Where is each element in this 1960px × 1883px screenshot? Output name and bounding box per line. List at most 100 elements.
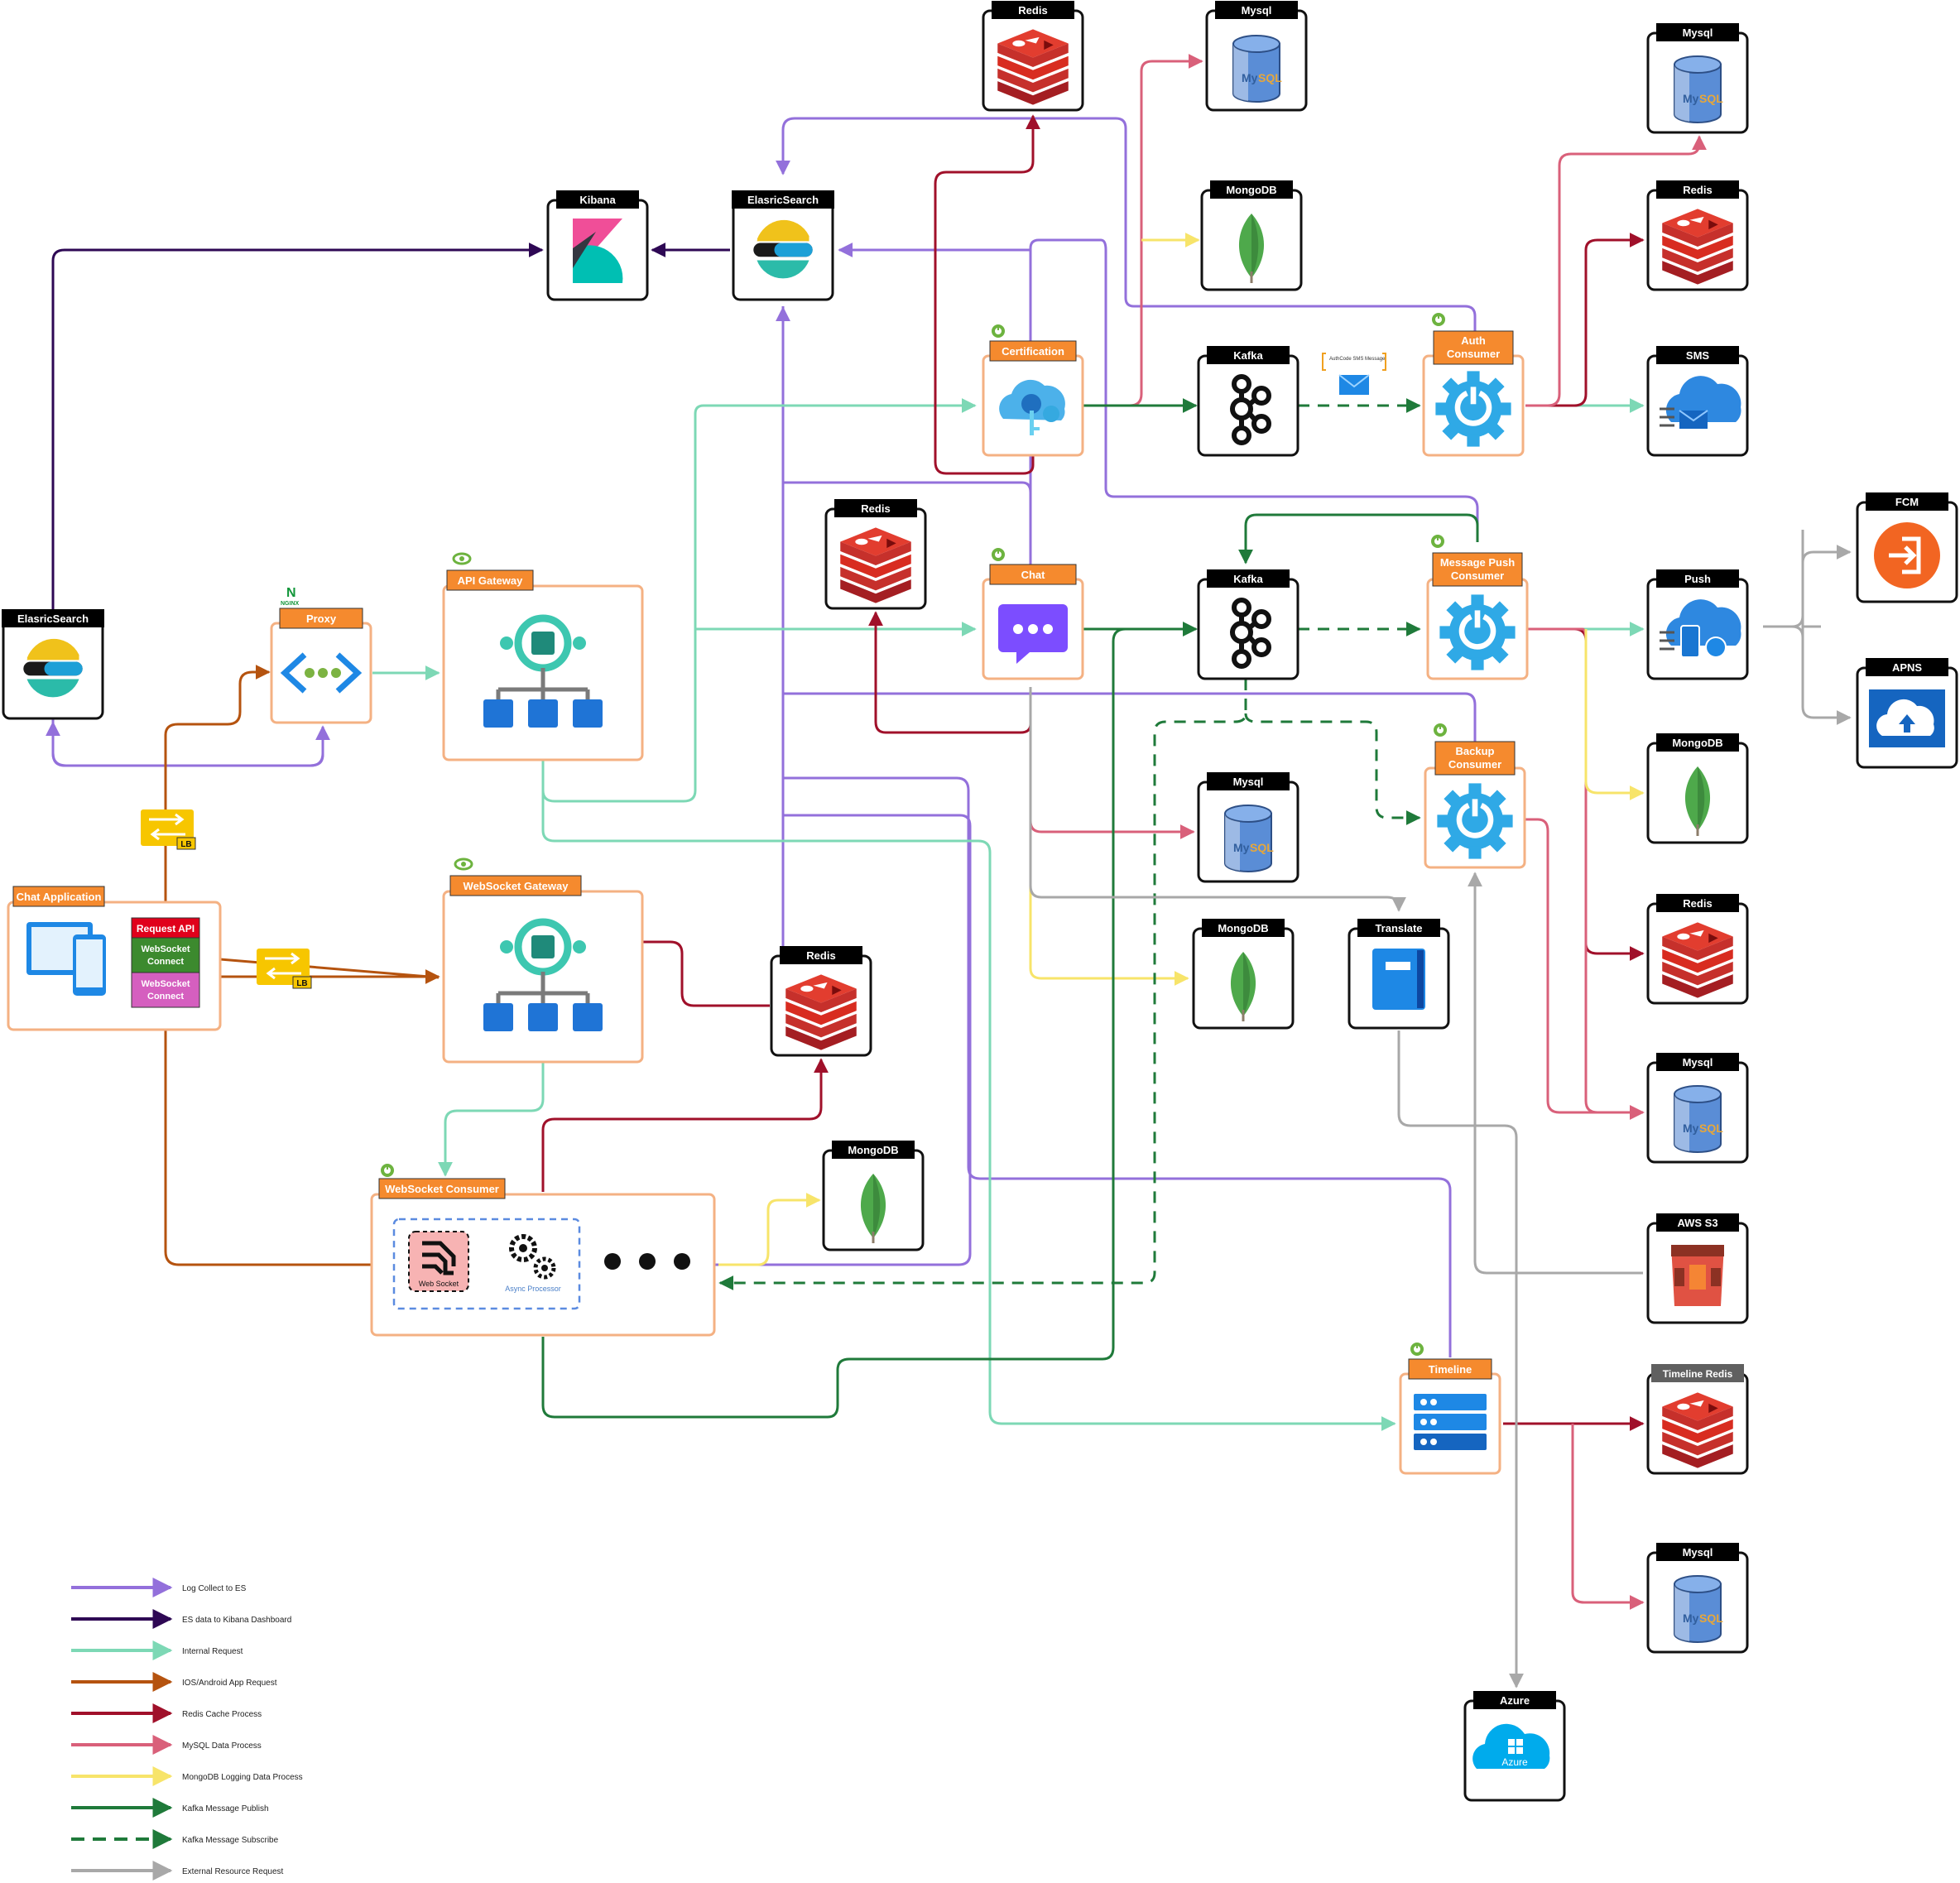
gears-icon [509, 1234, 556, 1280]
key-cloud-icon [999, 379, 1065, 435]
web-socket-label: Web Socket [419, 1280, 459, 1288]
websocket-connect-badge-pink[interactable]: WebSocket Connect [131, 972, 200, 1008]
connection-lines [46, 54, 1852, 1688]
legend-item: IOS/Android App Request [71, 1672, 277, 1692]
redis-right-2-node[interactable]: Redis [1646, 894, 1749, 1005]
legend-item: MySQL Data Process [71, 1735, 262, 1755]
mysql-mid-node[interactable]: Mysql [1197, 772, 1299, 883]
auth-consumer-service[interactable]: Auth Consumer [1422, 313, 1525, 457]
kibana-node[interactable]: Kibana [546, 190, 649, 301]
redis-mid-node[interactable]: Redis [824, 499, 927, 610]
mysql-top-label: Mysql [1242, 4, 1272, 17]
azure-cloud-icon: Azure [1472, 1723, 1550, 1769]
apns-node[interactable]: APNS [1856, 658, 1958, 769]
redis-ws-node[interactable]: Redis [770, 946, 872, 1057]
kibana-icon [573, 219, 623, 283]
async-processor-label: Async Processor [505, 1285, 561, 1293]
backup-label-1: Backup [1456, 745, 1495, 757]
timeline-redis-node[interactable]: Timeline Redis [1646, 1364, 1749, 1475]
kafka-top-node[interactable]: Kafka [1197, 346, 1299, 457]
redis-right-1-node[interactable]: Redis [1646, 180, 1749, 291]
aws-s3-node[interactable]: AWS S3 [1646, 1213, 1749, 1324]
mongodb-ws-node[interactable]: MongoDB [822, 1141, 925, 1251]
web-socket-component[interactable]: Web Socket [408, 1231, 469, 1292]
push-label: Push [1684, 573, 1711, 585]
legend-label: Log Collect to ES [182, 1584, 247, 1593]
elasticsearch-left-node[interactable]: ElasricSearch [2, 609, 104, 720]
request-api-label: Request API [137, 923, 195, 934]
elasticsearch-left-label: ElasricSearch [17, 612, 89, 625]
websocket-consumer-service[interactable]: WebSocket Consumer Web Socket [370, 1164, 716, 1337]
mysql-icon [1673, 1085, 1725, 1153]
websocket-connect-badge-green[interactable]: WebSocket Connect [131, 937, 200, 973]
azure-label: Azure [1500, 1694, 1530, 1707]
spring-boot-icon [1434, 723, 1447, 737]
backup-consumer-service[interactable]: Backup Consumer [1424, 723, 1526, 869]
lb-2-label: LB [296, 979, 307, 988]
authcode-sms-message: AuthCode SMS Message [1322, 353, 1386, 395]
chat-application[interactable]: Chat Application Request API WebSocket C… [7, 886, 222, 1031]
legend-label: Redis Cache Process [182, 1710, 262, 1719]
legend-label: Kafka Message Subscribe [182, 1836, 279, 1845]
message-push-consumer-service[interactable]: Message Push Consumer [1426, 535, 1529, 680]
websocket-gateway-label: WebSocket Gateway [464, 880, 569, 892]
kafka-mid-label: Kafka [1233, 573, 1263, 585]
server-stack-icon [1414, 1394, 1487, 1450]
nginx-text: NGINX [281, 601, 300, 607]
chat-bubble-icon [998, 604, 1068, 664]
proxy-service[interactable]: Proxy N NGINX [270, 586, 372, 724]
spring-cloud-icon [452, 552, 472, 565]
mongodb-right-label: MongoDB [1672, 737, 1722, 749]
azure-node[interactable]: Azure Azure [1463, 1691, 1566, 1802]
elasticsearch-center-node[interactable]: ElasricSearch [732, 190, 834, 301]
nginx-logo: N NGINX [281, 586, 300, 607]
message-push-label-1: Message Push [1440, 556, 1515, 569]
nodes: Redis Mysql MongoDB Kibana [2, 1, 1958, 1802]
proxy-label: Proxy [306, 612, 337, 625]
request-api-badge[interactable]: Request API [131, 917, 200, 939]
chat-label: Chat [1021, 569, 1046, 581]
proxy-arrows-icon [280, 652, 363, 694]
ws-connect-1b: Connect [147, 957, 184, 967]
websocket-consumer-label: WebSocket Consumer [385, 1183, 499, 1195]
chat-service[interactable]: Chat [982, 548, 1084, 680]
ws-connect-2b: Connect [147, 992, 184, 1002]
redis-top-node[interactable]: Redis [982, 1, 1084, 112]
spring-boot-icon [992, 324, 1005, 338]
sms-node[interactable]: SMS [1646, 346, 1749, 457]
spring-boot-icon [1432, 313, 1445, 326]
kafka-mid-node[interactable]: Kafka [1197, 569, 1299, 680]
spring-boot-icon [992, 548, 1005, 561]
mongodb-mid-node[interactable]: MongoDB [1192, 919, 1295, 1030]
message-push-label-2: Consumer [1451, 569, 1504, 582]
async-processor-component[interactable]: Async Processor [505, 1234, 561, 1293]
redis-top-label: Redis [1018, 4, 1047, 17]
timeline-service[interactable]: Timeline [1399, 1343, 1501, 1475]
translate-node[interactable]: Translate [1348, 919, 1450, 1030]
certification-service[interactable]: Certification [982, 324, 1084, 457]
websocket-gateway-service[interactable]: WebSocket Gateway [442, 857, 644, 1064]
legend-label: MySQL Data Process [182, 1741, 262, 1751]
gear-icon [1439, 594, 1515, 670]
mysql-mid-label: Mysql [1233, 776, 1264, 788]
mysql-right-2-node[interactable]: Mysql [1646, 1053, 1749, 1164]
more-dots-icon [604, 1253, 690, 1270]
spring-boot-icon [1410, 1343, 1424, 1356]
legend-item: Log Collect to ES [71, 1578, 247, 1597]
mongodb-right-node[interactable]: MongoDB [1646, 733, 1749, 844]
fcm-label: FCM [1895, 496, 1919, 508]
mysql-top-node[interactable]: Mysql [1205, 1, 1308, 112]
s3-bucket-icon [1671, 1245, 1724, 1306]
gear-icon [1435, 371, 1511, 446]
svg-text:N: N [286, 586, 296, 600]
push-node[interactable]: Push [1646, 569, 1749, 680]
api-gateway-service[interactable]: API Gateway [442, 552, 644, 761]
mysql-right-3-node[interactable]: Mysql [1646, 1543, 1749, 1654]
legend-label: Internal Request [182, 1647, 243, 1656]
mongodb-top-node[interactable]: MongoDB [1200, 180, 1303, 291]
timeline-label: Timeline [1429, 1363, 1472, 1376]
mysql-icon [1232, 35, 1284, 103]
fcm-node[interactable]: FCM [1856, 492, 1958, 603]
mysql-right-1-node[interactable]: Mysql [1646, 23, 1749, 134]
